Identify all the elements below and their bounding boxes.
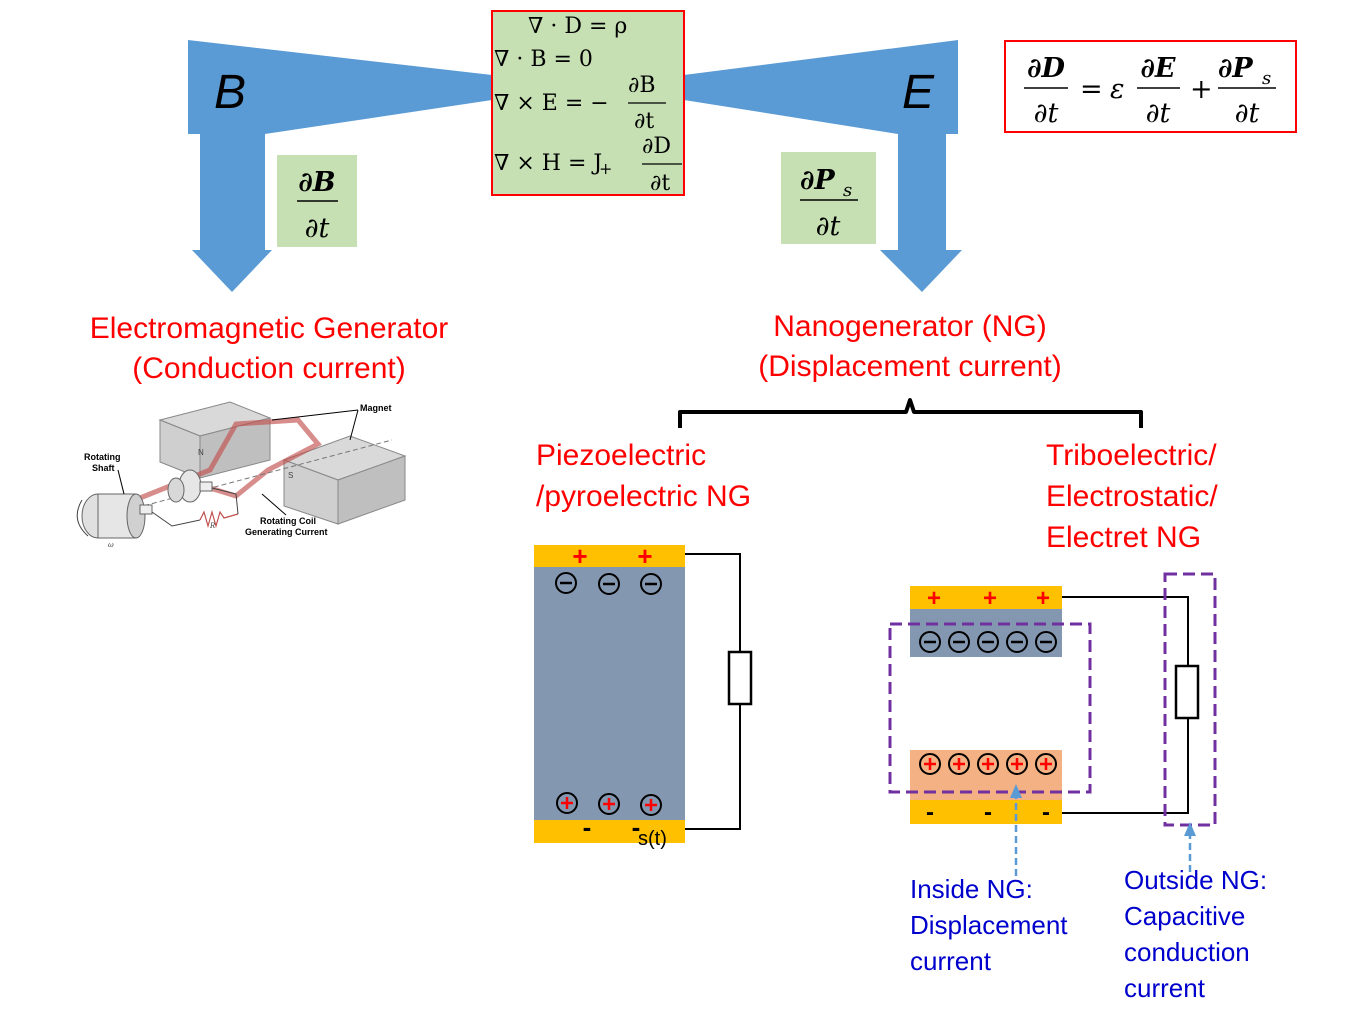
- eq-t2-den: ∂t: [1235, 98, 1260, 129]
- tribo-negative-ion: [977, 631, 999, 653]
- dps-num: ∂P: [800, 165, 835, 196]
- piezo-negative-ion: [555, 572, 577, 594]
- tribo-positive-ion: [948, 753, 970, 775]
- ng-title: Nanogenerator (NG): [773, 310, 1046, 343]
- emg-shaft-label-1: Rotating: [84, 452, 121, 462]
- tribo-top-plus: +: [1036, 585, 1050, 612]
- tribo-positive-ion: [919, 753, 941, 775]
- inside-pointer-arrow: [1010, 784, 1022, 876]
- tribo-positive-ion: [1035, 753, 1057, 775]
- emg-subtitle: (Conduction current): [132, 352, 405, 385]
- eq-t1-den: ∂t: [1146, 98, 1171, 129]
- tribo-negative-ion: [1035, 631, 1057, 653]
- tribo-negative-ion: [1006, 631, 1028, 653]
- tribo-positive-ion: [977, 753, 999, 775]
- tribo-positive-ion: [1006, 753, 1028, 775]
- maxwell-ampere-num: ∂D: [642, 134, 671, 159]
- maxwell-ampere-plus: +: [599, 159, 612, 178]
- emg-coil-label-2: Generating Current: [245, 527, 328, 537]
- tribo-top-plus: +: [927, 585, 941, 612]
- emg-omega: ω: [108, 541, 114, 549]
- tribo-label-3: Electret NG: [1046, 521, 1201, 554]
- left-b-arrow: [188, 40, 492, 292]
- tribo-label-2: Electrostatic/: [1046, 480, 1218, 513]
- maxwell-ampere-den: ∂t: [650, 171, 670, 196]
- tribo-top-plus: +: [983, 585, 997, 612]
- maxwell-equations-box: ∇ · D = ρ ∇ · B = 0 ∇ × E = − ∂B ∂t ∇ × …: [491, 10, 685, 196]
- maxwell-faraday-num: ∂B: [628, 73, 656, 98]
- maxwell-gauss-law: ∇ · D = ρ: [528, 14, 627, 39]
- dps-den: ∂t: [816, 211, 841, 242]
- piezo-resistor: [727, 650, 753, 706]
- emg-illustration: N S ω R Magnet Rotating Shaft: [76, 401, 407, 549]
- eq-t2-num: ∂P: [1218, 53, 1253, 84]
- emg-s-label: S: [288, 471, 293, 480]
- tribo-bottom-minus: -: [1042, 799, 1050, 826]
- inside-caption-3: current: [910, 946, 992, 976]
- eq-lhs-num: ∂D: [1027, 53, 1065, 84]
- emg-shaft-label-2: Shaft: [92, 463, 115, 473]
- inside-ng-region: [888, 622, 1092, 794]
- tribo-negative-ion: [919, 631, 941, 653]
- inside-caption-2: Displacement: [910, 910, 1068, 940]
- piezo-top-plus: +: [572, 541, 587, 571]
- eq-plus: +: [1190, 74, 1213, 105]
- piezo-negative-ion: [598, 573, 620, 595]
- outside-caption-2: Capacitive: [1124, 901, 1245, 931]
- right-e-arrow: [684, 40, 962, 292]
- eq-lhs-den: ∂t: [1034, 98, 1059, 129]
- maxwell-gauss-magnetism: ∇ · B = 0: [494, 47, 593, 72]
- tribo-bottom-minus: -: [984, 799, 992, 826]
- ng-bracket: [678, 398, 1143, 428]
- displacement-equation-box: ∂D ∂t = ε ∂E ∂t + ∂P s ∂t: [1004, 40, 1297, 133]
- emg-n-label: N: [198, 448, 204, 457]
- emg-coil-label-1: Rotating Coil: [260, 516, 316, 526]
- piezo-label-2: /pyroelectric NG: [536, 480, 751, 513]
- tribo-label-1: Triboelectric/: [1046, 439, 1217, 472]
- emg-magnet-label: Magnet: [360, 403, 392, 413]
- dps-dt-box: ∂P s ∂t: [781, 152, 876, 244]
- outside-caption-4: current: [1124, 973, 1206, 1003]
- piezo-negative-ion: [640, 573, 662, 595]
- tribo-negative-ion: [948, 631, 970, 653]
- piezo-positive-ion: [598, 793, 620, 815]
- inside-caption-1: Inside NG:: [910, 874, 1033, 904]
- outside-caption-3: conduction: [1124, 937, 1250, 967]
- eq-t1-num: ∂E: [1140, 53, 1175, 84]
- emg-title: Electromagnetic Generator: [90, 312, 449, 345]
- piezo-st-label: s(t): [638, 828, 667, 850]
- piezo-top-plus: +: [637, 541, 652, 571]
- maxwell-faraday-lhs: ∇ × E = −: [494, 91, 609, 116]
- db-dt-box: ∂B ∂t: [277, 155, 357, 247]
- db-num: ∂B: [298, 167, 335, 198]
- b-letter: B: [214, 66, 246, 119]
- e-letter: E: [902, 66, 935, 119]
- outside-caption-1: Outside NG:: [1124, 865, 1267, 895]
- db-den: ∂t: [305, 213, 330, 244]
- maxwell-faraday-den: ∂t: [634, 109, 654, 134]
- piezo-positive-ion: [640, 794, 662, 816]
- outside-pointer-arrow: [1184, 822, 1196, 872]
- eq-epsilon: ε: [1110, 74, 1125, 105]
- tribo-resistor: [1174, 664, 1200, 720]
- eq-t2-sub: s: [1262, 68, 1271, 89]
- dps-sub: s: [843, 180, 852, 201]
- ng-subtitle: (Displacement current): [758, 350, 1061, 383]
- piezo-bottom-minus: -: [632, 812, 641, 842]
- piezo-bottom-minus: -: [583, 812, 592, 842]
- piezo-device: + + - - s(t): [534, 541, 753, 850]
- piezo-positive-ion: [556, 792, 578, 814]
- emg-r-label: R: [209, 522, 216, 530]
- maxwell-ampere-lhs: ∇ × H = J: [494, 151, 602, 176]
- eq-equals: =: [1080, 74, 1103, 105]
- piezo-label-1: Piezoelectric: [536, 439, 706, 472]
- tribo-bottom-minus: -: [926, 799, 934, 826]
- tribo-device: + + + - - -: [888, 572, 1217, 827]
